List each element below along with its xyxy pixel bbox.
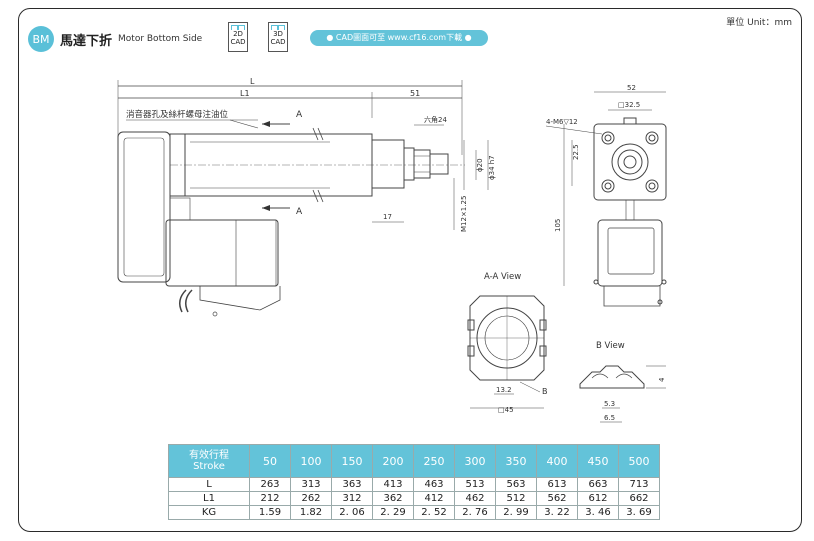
stroke-header-cn: 有效行程	[189, 450, 229, 461]
table-cell: 2. 99	[495, 505, 537, 520]
table-cell: 512	[495, 491, 537, 506]
dim-L: L	[250, 77, 255, 86]
table-cell: 463	[413, 477, 455, 492]
table-cell: 1.82	[290, 505, 332, 520]
table-cell: 363	[331, 477, 373, 492]
dim-sq45: □45	[498, 406, 514, 414]
cad-2d-label-top: 2D	[233, 30, 243, 38]
table-cell: 413	[372, 477, 414, 492]
stroke-value: 300	[454, 444, 496, 478]
row-label: KG	[168, 505, 250, 520]
table-cell: 313	[290, 477, 332, 492]
stroke-value: 100	[290, 444, 332, 478]
table-cell: 563	[495, 477, 537, 492]
cad-3d-label-bottom: CAD	[270, 38, 286, 46]
table-row: KG 1.59 1.82 2. 06 2. 29 2. 52 2. 76 2. …	[168, 505, 660, 520]
dim-hex: 六角24	[424, 115, 447, 124]
row-label: L	[168, 477, 250, 492]
table-cell: 2. 76	[454, 505, 496, 520]
table-row: L1 212 262 312 362 412 462 512 562 612 6…	[168, 491, 660, 506]
aa-view-title: A-A View	[484, 272, 521, 282]
table-cell: 312	[331, 491, 373, 506]
dim-sq325: □32.5	[618, 101, 640, 109]
table-cell: 462	[454, 491, 496, 506]
section-header: BM 馬達下折 Motor Bottom Side	[28, 26, 202, 52]
section-title-en: Motor Bottom Side	[118, 34, 203, 44]
dim-13-2: 13.2	[496, 386, 512, 394]
section-a-bottom: A	[296, 207, 303, 217]
unit-label: 單位 Unit：mm	[726, 18, 792, 28]
stroke-value: 50	[249, 444, 291, 478]
dim-m6: 4-M6▽12	[546, 118, 578, 126]
stroke-value: 400	[536, 444, 578, 478]
table-cell: 663	[577, 477, 619, 492]
table-cell: 612	[577, 491, 619, 506]
table-cell: 212	[249, 491, 291, 506]
table-cell: 513	[454, 477, 496, 492]
cad-2d-label-bottom: CAD	[230, 38, 246, 46]
dim-6-5: 6.5	[604, 414, 615, 422]
dim-22-5: 22.5	[572, 144, 580, 160]
table-cell: 412	[413, 491, 455, 506]
stroke-value: 200	[372, 444, 414, 478]
section-badge: BM	[28, 26, 54, 52]
dim-51: 51	[410, 89, 420, 98]
b-mark: B	[542, 387, 548, 396]
cad-download-link[interactable]: ● CAD圖面可至 www.cf16.com下載 ●	[310, 30, 488, 46]
table-cell: 1.59	[249, 505, 291, 520]
cad-2d-button[interactable]: 2D CAD	[228, 22, 248, 52]
table-cell: 3. 46	[577, 505, 619, 520]
table-cell: 362	[372, 491, 414, 506]
dim-L1: L1	[240, 89, 250, 98]
dim-105: 105	[554, 219, 562, 232]
table-cell: 613	[536, 477, 578, 492]
table-cell: 713	[618, 477, 660, 492]
stroke-value: 250	[413, 444, 455, 478]
dim-4: 4	[658, 377, 666, 382]
table-cell: 662	[618, 491, 660, 506]
cad-3d-label-top: 3D	[273, 30, 283, 38]
dim-5-3: 5.3	[604, 400, 615, 408]
table-cell: 3. 69	[618, 505, 660, 520]
stroke-spec-table: 有效行程 Stroke 50 100 150 200 250 300 350 4…	[168, 444, 660, 520]
cad-3d-button[interactable]: 3D CAD	[268, 22, 288, 52]
dim-phi34: ϕ34 h7	[488, 155, 496, 180]
section-a-top: A	[296, 110, 303, 120]
stroke-value: 450	[577, 444, 619, 478]
table-cell: 562	[536, 491, 578, 506]
table-cell: 3. 22	[536, 505, 578, 520]
stroke-value: 150	[331, 444, 373, 478]
dim-m12: M12×1.25	[460, 196, 468, 232]
table-cell: 262	[290, 491, 332, 506]
stroke-value: 350	[495, 444, 537, 478]
table-cell: 263	[249, 477, 291, 492]
b-view-title: B View	[596, 341, 625, 351]
table-header-row: 有效行程 Stroke 50 100 150 200 250 300 350 4…	[168, 444, 660, 478]
table-row: L 263 313 363 413 463 513 563 613 663 71…	[168, 477, 660, 492]
vent-label: 消音器孔及絲杆螺母注油位	[126, 109, 229, 120]
section-title-cn: 馬達下折	[60, 33, 113, 49]
dim-17: 17	[383, 213, 392, 221]
table-cell: 2. 06	[331, 505, 373, 520]
table-cell: 2. 52	[413, 505, 455, 520]
dim-phi20: ϕ20	[476, 158, 484, 172]
page-frame	[18, 8, 802, 532]
stroke-value: 500	[618, 444, 660, 478]
stroke-header-cell: 有效行程 Stroke	[168, 444, 250, 478]
dim-52: 52	[627, 84, 636, 92]
row-label: L1	[168, 491, 250, 506]
table-cell: 2. 29	[372, 505, 414, 520]
stroke-header-en: Stroke	[193, 461, 225, 472]
